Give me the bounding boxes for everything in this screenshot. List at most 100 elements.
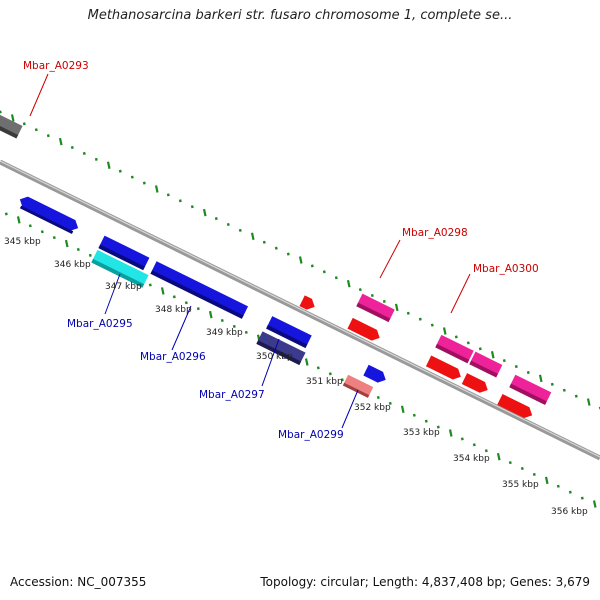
tick-mark — [196, 307, 200, 311]
tick-mark — [94, 157, 98, 161]
tick-mark — [532, 472, 536, 476]
scale-label: 350 kbp — [256, 352, 293, 362]
tick-mark — [250, 232, 255, 241]
tick-mark — [184, 301, 188, 305]
gene-mbar-a0296[interactable] — [150, 261, 249, 319]
accession-text: Accession: NC_007355 — [10, 575, 147, 589]
tick-mark — [214, 217, 218, 221]
tick-mark — [232, 324, 236, 328]
tick-mark — [34, 128, 38, 132]
scale-label: 352 kbp — [354, 403, 391, 413]
tick-mark — [544, 476, 549, 485]
tick-mark — [322, 270, 326, 274]
tick-mark — [400, 405, 405, 414]
tick-mark — [478, 347, 482, 351]
tick-mark — [130, 175, 134, 179]
tick-mark — [70, 145, 74, 150]
gene-label-mbar-a0300: Mbar_A0300 — [473, 263, 539, 275]
tick-mark — [394, 303, 399, 312]
tick-mark — [4, 212, 8, 216]
tick-mark — [328, 372, 332, 376]
tick-mark — [46, 134, 50, 138]
gene-blue-4[interactable] — [363, 364, 388, 385]
scale-label: 346 kbp — [54, 260, 91, 270]
gene-red-far[interactable] — [497, 394, 535, 421]
tick-mark — [388, 401, 392, 405]
tick-mark — [526, 370, 530, 375]
tick-mark — [430, 323, 434, 327]
tick-mark — [442, 327, 447, 335]
tick-mark — [16, 216, 21, 224]
tick-mark — [58, 137, 63, 146]
tick-mark — [52, 236, 56, 240]
gene-label-mbar-a0298: Mbar_A0298 — [402, 227, 468, 239]
gene-magenta-far[interactable] — [509, 374, 552, 405]
gene-label-mbar-a0296: Mbar_A0296 — [140, 351, 206, 363]
tick-mark — [76, 247, 80, 252]
tick-mark — [40, 230, 44, 234]
tick-mark — [310, 264, 314, 268]
tick-mark — [82, 151, 86, 155]
tick-mark — [448, 429, 453, 437]
gene-blue-1[interactable] — [16, 194, 80, 235]
scale-label: 349 kbp — [206, 328, 243, 338]
scale-label: 345 kbp — [4, 237, 41, 247]
tick-mark — [148, 283, 152, 287]
tick-mark — [274, 246, 278, 250]
gene-blue-3[interactable] — [266, 316, 312, 349]
tick-mark — [226, 222, 230, 227]
tick-mark — [190, 205, 194, 209]
scale-label: 348 kbp — [155, 305, 192, 315]
gene-label-mbar-a0293: Mbar_A0293 — [23, 60, 89, 72]
gene-mbar-a0295[interactable] — [91, 249, 149, 288]
genome-info-text: Topology: circular; Length: 4,837,408 bp… — [260, 575, 590, 589]
tick-mark — [0, 110, 2, 114]
tick-mark — [538, 374, 543, 383]
tick-mark — [466, 341, 470, 345]
tick-mark — [340, 378, 344, 382]
scale-label: 354 kbp — [453, 454, 490, 464]
tick-mark — [550, 382, 554, 386]
tick-mark — [208, 310, 213, 319]
tick-mark — [436, 425, 440, 429]
gene-mbar-a0298[interactable] — [299, 295, 317, 312]
scale-label: 355 kbp — [502, 480, 539, 490]
tick-mark — [316, 366, 320, 370]
tick-mark — [376, 395, 380, 400]
tick-mark — [262, 240, 266, 244]
tick-mark — [304, 358, 309, 366]
genome-backbone — [0, 159, 600, 461]
tick-mark — [424, 419, 428, 423]
gene-red-2[interactable] — [347, 317, 382, 343]
gene-mbar-a0299[interactable] — [342, 374, 374, 398]
tick-mark — [10, 114, 15, 122]
gene-mbar-a0293[interactable] — [0, 109, 23, 139]
gene-mbar-a0297[interactable] — [256, 331, 306, 366]
leader-lines — [29, 73, 471, 429]
tick-mark — [166, 193, 170, 197]
tick-mark — [484, 449, 488, 453]
tick-mark — [406, 311, 410, 315]
gene-blue-2[interactable] — [98, 235, 150, 271]
tick-mark — [118, 169, 122, 173]
tick-mark — [502, 359, 506, 363]
tick-mark — [418, 317, 422, 321]
tick-mark — [556, 484, 560, 488]
tick-mark — [178, 199, 182, 203]
gene-mbar-a0300-a[interactable] — [356, 293, 395, 323]
tick-mark — [490, 350, 495, 359]
gene-red-3[interactable] — [425, 355, 490, 395]
map-title: Methanosarcina barkeri str. fusaro chrom… — [87, 8, 513, 23]
tick-mark — [520, 466, 524, 471]
tick-mark — [514, 365, 518, 369]
tick-mark — [64, 239, 69, 248]
tick-mark — [22, 122, 26, 126]
tick-mark — [172, 295, 176, 299]
gene-label-mbar-a0295: Mbar_A0295 — [67, 318, 133, 330]
gene-mbar-a0300-b[interactable] — [435, 334, 503, 378]
tick-mark — [334, 276, 338, 280]
tick-mark — [106, 161, 111, 170]
tick-mark — [238, 228, 242, 232]
tick-mark — [220, 318, 224, 323]
